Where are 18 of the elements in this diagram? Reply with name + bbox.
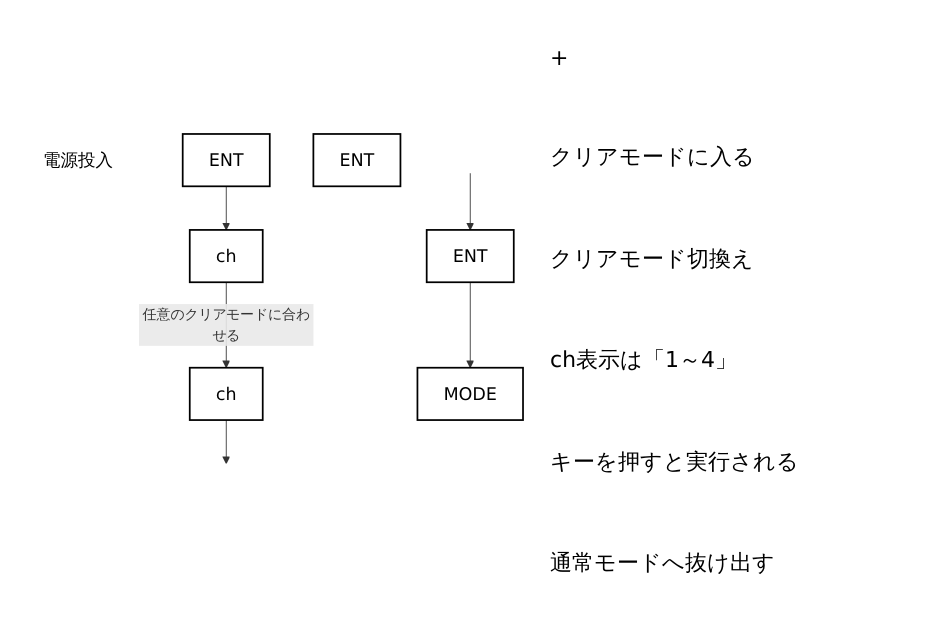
note-text: 通常モードへ抜け出す [550,550,776,578]
node-box: ENT [182,133,271,188]
note-text: ch表示は「1～4」 [550,347,738,376]
node-box: ch [188,229,264,284]
node-box: ENT [426,229,515,284]
note-text: クリアモード切換え [550,246,755,274]
edge-label: 任意のクリアモードに合わせる [142,306,310,344]
note-text: キーを押すと実行される [550,448,800,477]
note-text: + [550,46,570,71]
arrow [466,282,474,368]
arrow [222,420,230,464]
arrow [466,172,474,230]
note-text: クリアモードに入る [550,144,756,172]
node-text: 電源投入 [43,150,113,171]
node-box: ENT [312,133,402,188]
node-box: MODE [416,366,524,422]
node-box: ch [188,366,264,422]
arrow [222,186,230,230]
